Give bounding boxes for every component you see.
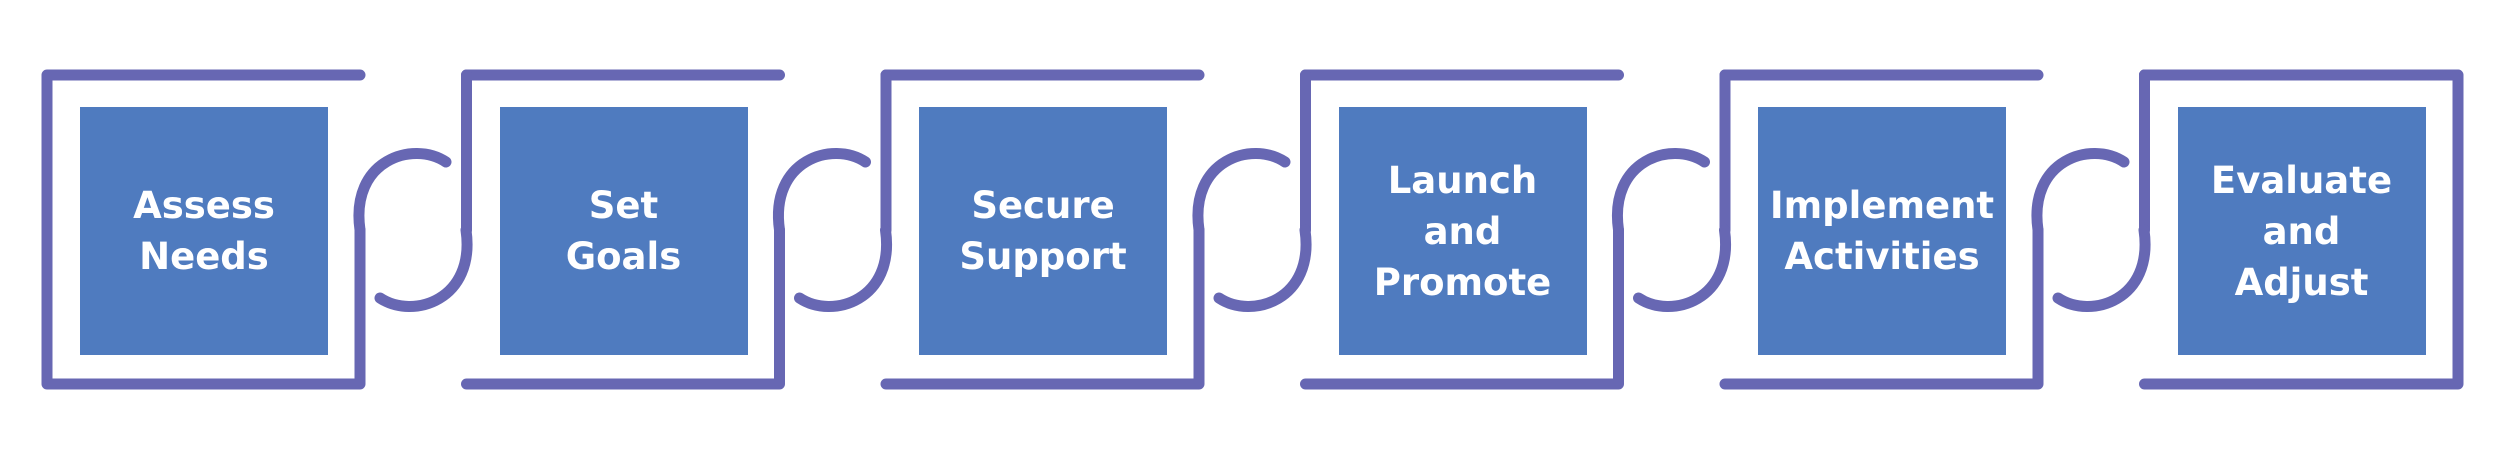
step-frame-bottom-3: [880, 224, 1205, 390]
link-lower-arc-5: [2052, 224, 2151, 312]
link-upper-arc-4: [1611, 148, 1710, 236]
step-box-5: Implement Activities: [1758, 107, 2006, 355]
step-box-4: Launch and Promote: [1338, 107, 1587, 355]
step-frame-6: [2139, 69, 2464, 390]
step-label-4: Launch and Promote: [1373, 158, 1552, 304]
step-frame-bottom-2: [461, 224, 785, 390]
link-lower-arc-2: [794, 224, 893, 312]
step-label-2: Set Goals: [565, 184, 682, 278]
step-label-5: Implement Activities: [1769, 184, 1995, 278]
link-upper-arc-1: [353, 148, 452, 236]
step-frame-bottom-5: [1719, 224, 2044, 390]
step-label-1: Assess Needs: [133, 184, 275, 278]
link-upper-arc-5: [2031, 148, 2130, 236]
step-box-3: Secure Support: [919, 107, 1167, 355]
step-label-6: Evaluate and Adjust: [2210, 158, 2393, 304]
step-box-2: Set Goals: [499, 107, 748, 355]
step-box-1: Assess Needs: [80, 107, 328, 355]
link-lower-arc-4: [1633, 224, 1732, 312]
link-upper-arc-3: [1192, 148, 1291, 236]
link-lower-arc-1: [374, 224, 473, 312]
link-upper-arc-2: [772, 148, 871, 236]
step-box-6: Evaluate and Adjust: [2177, 107, 2426, 355]
step-frame-1: [41, 69, 366, 390]
link-lower-arc-3: [1213, 224, 1312, 312]
step-frame-bottom-4: [1300, 224, 1624, 390]
step-label-3: Secure Support: [959, 184, 1127, 278]
